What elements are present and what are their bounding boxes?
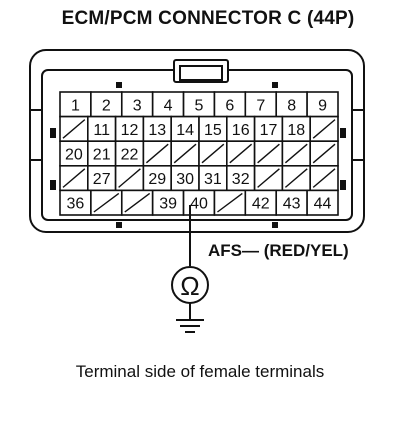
terminal-16 (226, 115, 256, 142)
unused-terminal-mark (312, 168, 336, 188)
terminal-8 (275, 91, 308, 118)
terminal-label: 4 (164, 97, 173, 114)
housing-keys (50, 82, 346, 228)
terminal-label: 44 (314, 196, 332, 213)
terminal-label: 17 (260, 122, 278, 139)
terminal-label: 15 (204, 122, 222, 139)
terminal-label: 16 (232, 122, 250, 139)
unused-terminal-mark (62, 168, 86, 188)
unused-terminal-mark (257, 168, 280, 188)
wire-label: AFS— (RED/YEL) (208, 241, 349, 260)
terminal-label: 6 (225, 97, 234, 114)
ohm-symbol: Ω (180, 271, 199, 301)
unused-terminal-mark (284, 143, 308, 164)
terminal-label: 3 (133, 97, 142, 114)
terminal-44 (306, 189, 339, 216)
terminal-label: 32 (232, 171, 250, 188)
terminal-label: 5 (195, 97, 204, 114)
unused-terminal-mark (312, 119, 336, 139)
terminal-label: 12 (121, 122, 139, 139)
terminal-label: 22 (121, 147, 139, 164)
ohmmeter-probe (171, 205, 209, 333)
terminal-label: 36 (67, 196, 85, 213)
terminal-36 (59, 189, 92, 216)
terminal-9 (306, 91, 339, 118)
unused-terminal-mark (93, 192, 120, 213)
terminal-label: 43 (283, 196, 301, 213)
terminal-42 (244, 189, 278, 216)
unused-terminal-mark (229, 143, 253, 164)
unused-terminal-mark (312, 143, 336, 164)
terminal-label: 21 (93, 147, 111, 164)
unused-terminal-mark (284, 168, 308, 188)
unused-terminal-mark (124, 192, 151, 213)
terminal-label: 7 (256, 97, 265, 114)
terminal-label: 30 (176, 171, 194, 188)
terminal-label: 2 (102, 97, 111, 114)
housing-outer (29, 49, 365, 233)
unused-terminal-mark (173, 143, 197, 164)
unused-terminal-mark (257, 143, 280, 164)
caption: Terminal side of female terminals (75, 362, 325, 381)
terminal-label: 27 (93, 171, 111, 188)
terminal-label: 18 (287, 122, 305, 139)
terminal-3 (120, 91, 154, 118)
unused-terminal-mark (62, 119, 86, 139)
terminal-label: 39 (159, 196, 177, 213)
terminal-label: 11 (93, 122, 110, 139)
unused-terminal-mark (217, 192, 243, 213)
locking-tab-inner (179, 65, 223, 81)
terminal-40 (182, 189, 216, 216)
connector-housing (29, 49, 365, 233)
terminal-label: 20 (65, 147, 83, 164)
unused-terminal-mark (201, 143, 225, 164)
unused-terminal-mark (118, 168, 141, 188)
terminal-27 (87, 165, 117, 192)
terminal-label: 9 (318, 97, 327, 114)
terminal-label: 29 (148, 171, 166, 188)
terminal-label: 40 (190, 196, 208, 213)
terminal-label: 13 (148, 122, 166, 139)
terminal-label: 31 (204, 171, 222, 188)
locking-tab (173, 59, 229, 83)
terminal-label: 1 (71, 97, 80, 114)
terminal-label: 8 (287, 97, 296, 114)
unused-terminal-mark (145, 143, 169, 164)
diagram-title: ECM/PCM CONNECTOR C (44P) (61, 8, 355, 29)
terminal-label: 14 (176, 122, 194, 139)
terminal-label: 42 (252, 196, 270, 213)
